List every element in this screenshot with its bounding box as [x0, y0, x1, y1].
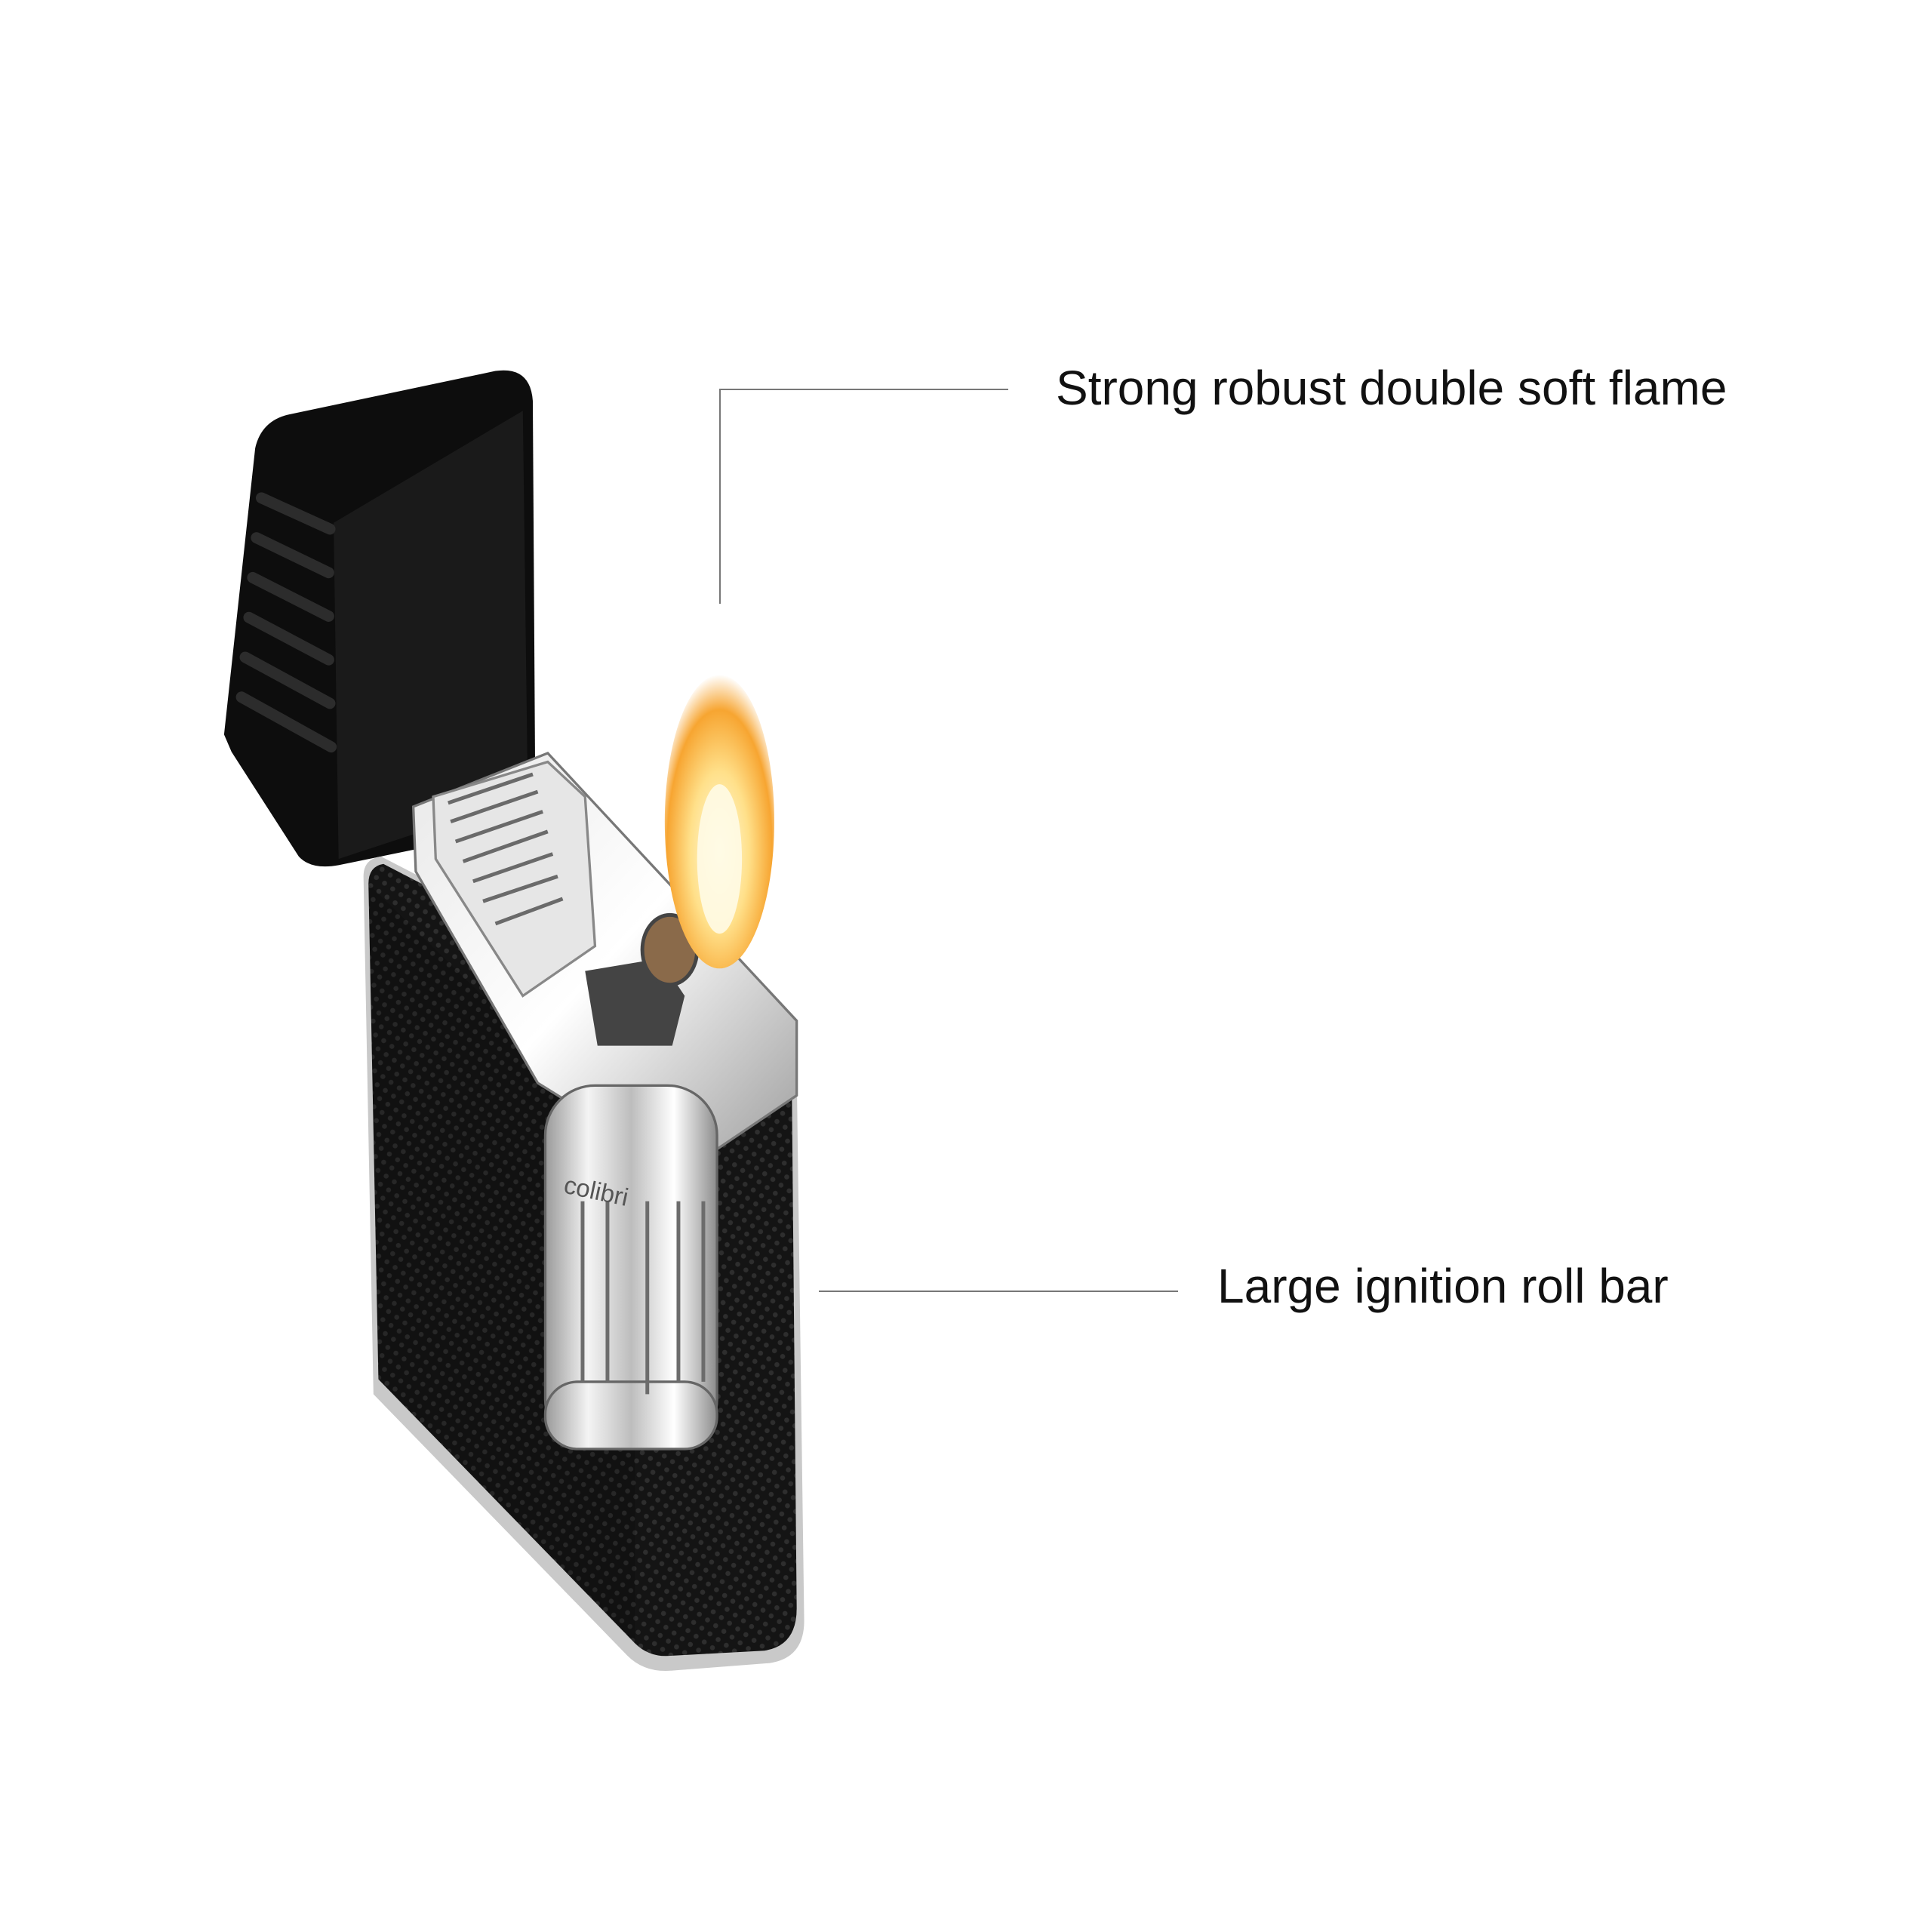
chimney-insert [411, 751, 798, 1174]
flame-leader-line-horizontal [719, 389, 1008, 390]
lighter-lid [223, 370, 536, 867]
flame-callout-label: Strong robust double soft flame [1056, 361, 1727, 415]
lid-grooves [235, 492, 337, 753]
flame-leader-line-vertical [719, 389, 721, 604]
wheel-guard-ribs [448, 772, 564, 926]
roll-bar-callout-label: Large ignition roll bar [1217, 1259, 1669, 1313]
roll-bar-leader-line [819, 1291, 1178, 1292]
ignition-roll-bar: colibri [543, 1084, 718, 1451]
